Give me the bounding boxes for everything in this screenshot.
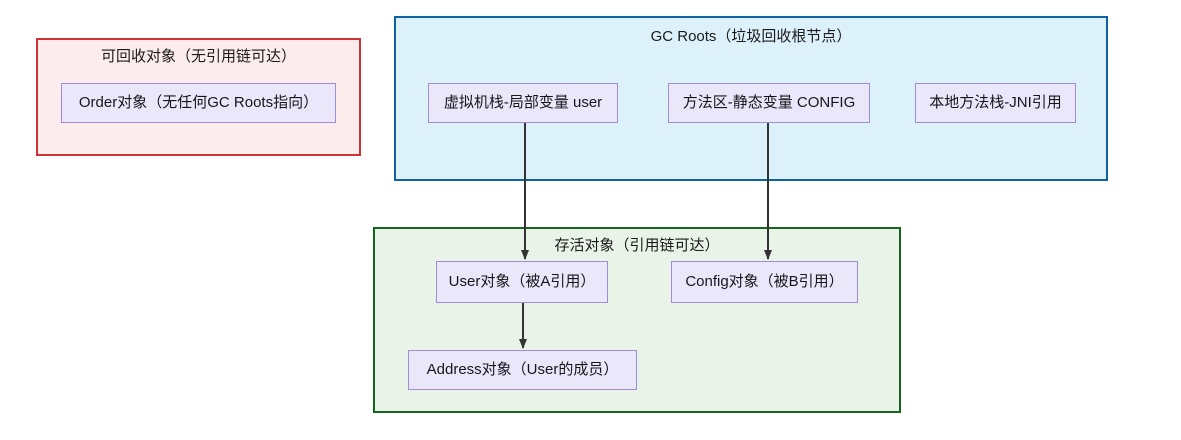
node-method-area-static-variable[interactable]: 方法区-静态变量 CONFIG: [668, 83, 870, 123]
cluster-alive-title: 存活对象（引用链可达）: [554, 237, 720, 254]
cluster-garbage-title: 可回收对象（无引用链可达）: [100, 48, 296, 65]
node-user-object[interactable]: User对象（被A引用）: [436, 261, 608, 303]
node-address-object[interactable]: Address对象（User的成员）: [408, 350, 637, 390]
cluster-gc-roots-title: GC Roots（垃圾回收根节点）: [650, 28, 852, 45]
node-config-object[interactable]: Config对象（被B引用）: [671, 261, 858, 303]
node-order-object[interactable]: Order对象（无任何GC Roots指向）: [61, 83, 336, 123]
node-native-stack-jni-reference[interactable]: 本地方法栈-JNI引用: [915, 83, 1076, 123]
node-vm-stack-local-variable[interactable]: 虚拟机栈-局部变量 user: [428, 83, 618, 123]
